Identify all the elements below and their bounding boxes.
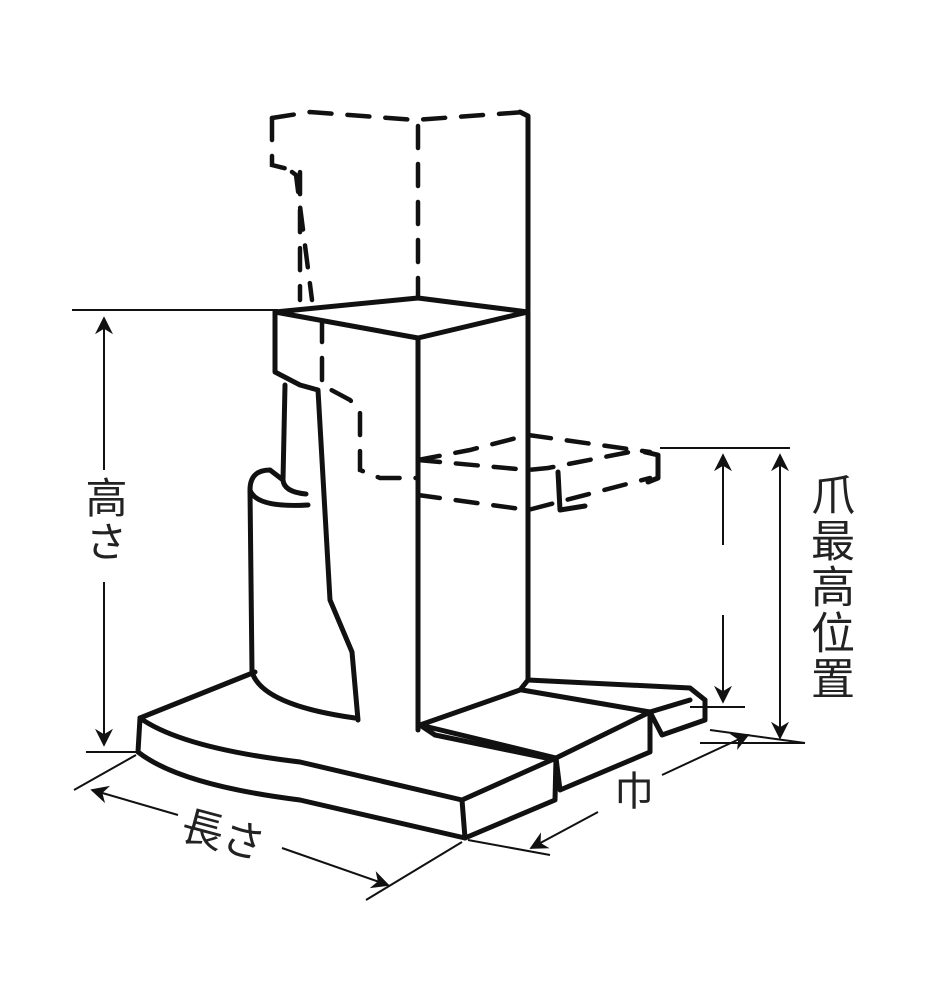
claw-raised-dashed [415,425,661,523]
cylinder-body [247,382,358,721]
extended-ram-dashed [269,109,531,481]
base-plate [135,669,708,841]
ram-head [272,295,531,733]
claw-max-height-label: 爪最高位置 [803,472,854,702]
height-label: 高さ [79,470,128,570]
width-label: 巾 [614,769,654,815]
dimension-lines [72,309,806,901]
